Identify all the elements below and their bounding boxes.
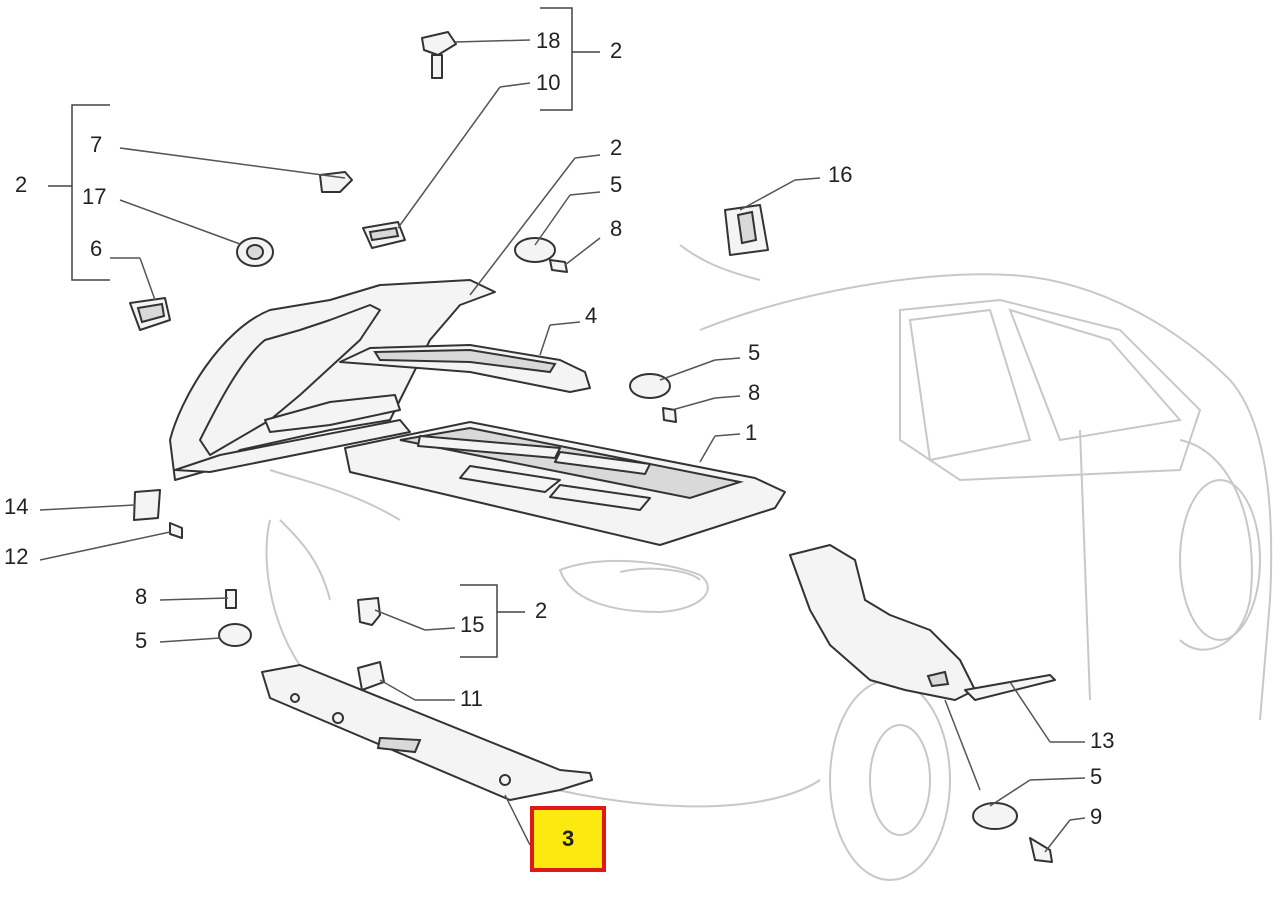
upper-trim-strip-part-4 (339, 344, 591, 393)
callout-8-lower: 8 (135, 584, 147, 609)
callout-9: 9 (1090, 804, 1102, 829)
callout-10: 10 (536, 70, 560, 95)
callout-labels: 18 10 2 7 17 6 2 2 5 8 16 4 5 8 1 14 12 … (4, 28, 1114, 851)
callout-7: 7 (90, 132, 102, 157)
callout-2-mid: 2 (535, 598, 547, 623)
group-brackets (48, 7, 600, 658)
callout-12: 12 (4, 544, 28, 569)
callout-5-lower: 5 (135, 628, 147, 653)
callout-1: 1 (745, 420, 757, 445)
callout-6: 6 (90, 236, 102, 261)
callout-15: 15 (460, 612, 484, 637)
callout-14: 14 (4, 494, 28, 519)
car-body-outline (265, 244, 1273, 881)
callout-2-shelf: 2 (610, 135, 622, 160)
callout-2-top: 2 (610, 38, 622, 63)
callout-4: 4 (585, 303, 597, 328)
leader-lines (39, 39, 1086, 853)
callout-13: 13 (1090, 728, 1114, 753)
callout-16: 16 (828, 162, 852, 187)
wheel-arch-trim-part-13 (789, 544, 1056, 701)
parcel-shelf-part-1 (344, 421, 786, 546)
side-trim-panel-part-2 (169, 279, 496, 481)
callout-2-left: 2 (15, 172, 27, 197)
callout-11: 11 (460, 686, 483, 711)
callout-5-upper: 5 (610, 172, 622, 197)
fasteners (129, 31, 1053, 863)
callout-8-mid: 8 (748, 380, 760, 405)
callout-8-upper: 8 (610, 216, 622, 241)
sill-trim-part-3 (261, 664, 593, 801)
callout-18: 18 (536, 28, 560, 53)
callout-5-mid: 5 (748, 340, 760, 365)
highlight-box-part-3 (530, 806, 606, 872)
callout-17: 17 (82, 184, 106, 209)
callout-3-highlighted: 3 (562, 826, 574, 851)
callout-5-right: 5 (1090, 764, 1102, 789)
